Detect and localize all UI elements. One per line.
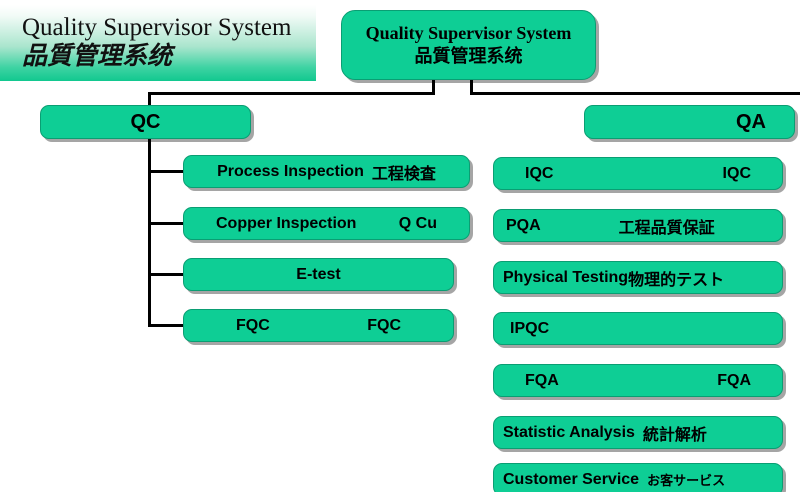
node-process-inspection-label-en: Process Inspection	[217, 162, 364, 180]
node-fqa-label-cn: FQA	[717, 371, 751, 389]
node-root-quality-supervisor-system[interactable]: Quality Supervisor System 品質管理系统	[341, 10, 596, 80]
node-physical-testing-label-cn: 物理的テスト	[628, 271, 725, 289]
banner-title-cn: 品質管理系统	[22, 43, 173, 70]
node-customer-service-label-en: Customer Service	[503, 470, 640, 488]
node-statistic-analysis[interactable]: Statistic Analysis 統計解析	[493, 416, 783, 449]
connector-qc-branch-1	[148, 170, 185, 173]
node-customer-service-label-cn: お客サービス	[647, 473, 726, 488]
node-iqc-label-en: IQC	[525, 164, 554, 182]
node-e-test-label: E-test	[296, 265, 341, 283]
node-pqa-label-cn: 工程品質保証	[618, 219, 715, 237]
node-process-inspection-label-cn: 工程検査	[371, 165, 436, 183]
node-fqc[interactable]: FQC FQC	[183, 309, 454, 342]
node-iqc[interactable]: IQC IQC	[493, 157, 783, 190]
node-ipqc-label: IPQC	[510, 319, 550, 337]
node-statistic-analysis-label-en: Statistic Analysis	[503, 423, 635, 441]
root-label-en: Quality Supervisor System	[365, 23, 572, 43]
node-customer-service[interactable]: Customer Service お客サービス	[493, 463, 783, 492]
node-qc[interactable]: QC	[40, 105, 251, 139]
banner-title-en: Quality Supervisor System	[22, 14, 292, 41]
connector-root-to-qc-horizontal	[148, 92, 435, 95]
node-fqa[interactable]: FQA FQA	[493, 364, 783, 397]
node-process-inspection[interactable]: Process Inspection 工程検査	[183, 155, 470, 188]
connector-root-stub-left	[432, 80, 435, 94]
node-fqc-label-cn: FQC	[367, 316, 401, 334]
node-pqa-label-en: PQA	[506, 216, 541, 234]
connector-root-stub-right	[470, 80, 473, 94]
node-qa[interactable]: QA	[584, 105, 795, 139]
node-qa-label: QA	[736, 110, 766, 133]
node-fqc-label-en: FQC	[236, 316, 270, 334]
node-e-test[interactable]: E-test	[183, 258, 454, 291]
connector-qc-drop	[148, 92, 151, 110]
node-iqc-label-cn: IQC	[722, 164, 751, 182]
node-physical-testing[interactable]: Physical Testing 物理的テスト	[493, 261, 783, 294]
connector-qc-branch-4	[148, 324, 185, 327]
node-fqa-label-en: FQA	[525, 371, 559, 389]
node-physical-testing-label-en: Physical Testing	[503, 268, 629, 286]
node-pqa[interactable]: PQA 工程品質保証	[493, 209, 783, 242]
connector-qc-branch-2	[148, 222, 185, 225]
connector-qc-spine	[148, 139, 151, 326]
slide-title-banner: Quality Supervisor System 品質管理系统	[0, 5, 316, 81]
node-copper-inspection[interactable]: Copper Inspection Q Cu	[183, 207, 470, 240]
node-copper-inspection-label-en: Copper Inspection	[216, 214, 357, 232]
node-copper-inspection-label-cn: Q Cu	[398, 214, 437, 232]
root-label-cn: 品質管理系统	[414, 46, 523, 66]
node-statistic-analysis-label-cn: 統計解析	[642, 426, 707, 444]
node-qc-label: QC	[130, 110, 161, 133]
connector-root-to-qa-horizontal	[470, 92, 800, 95]
connector-qc-branch-3	[148, 273, 185, 276]
node-ipqc[interactable]: IPQC	[493, 312, 783, 345]
